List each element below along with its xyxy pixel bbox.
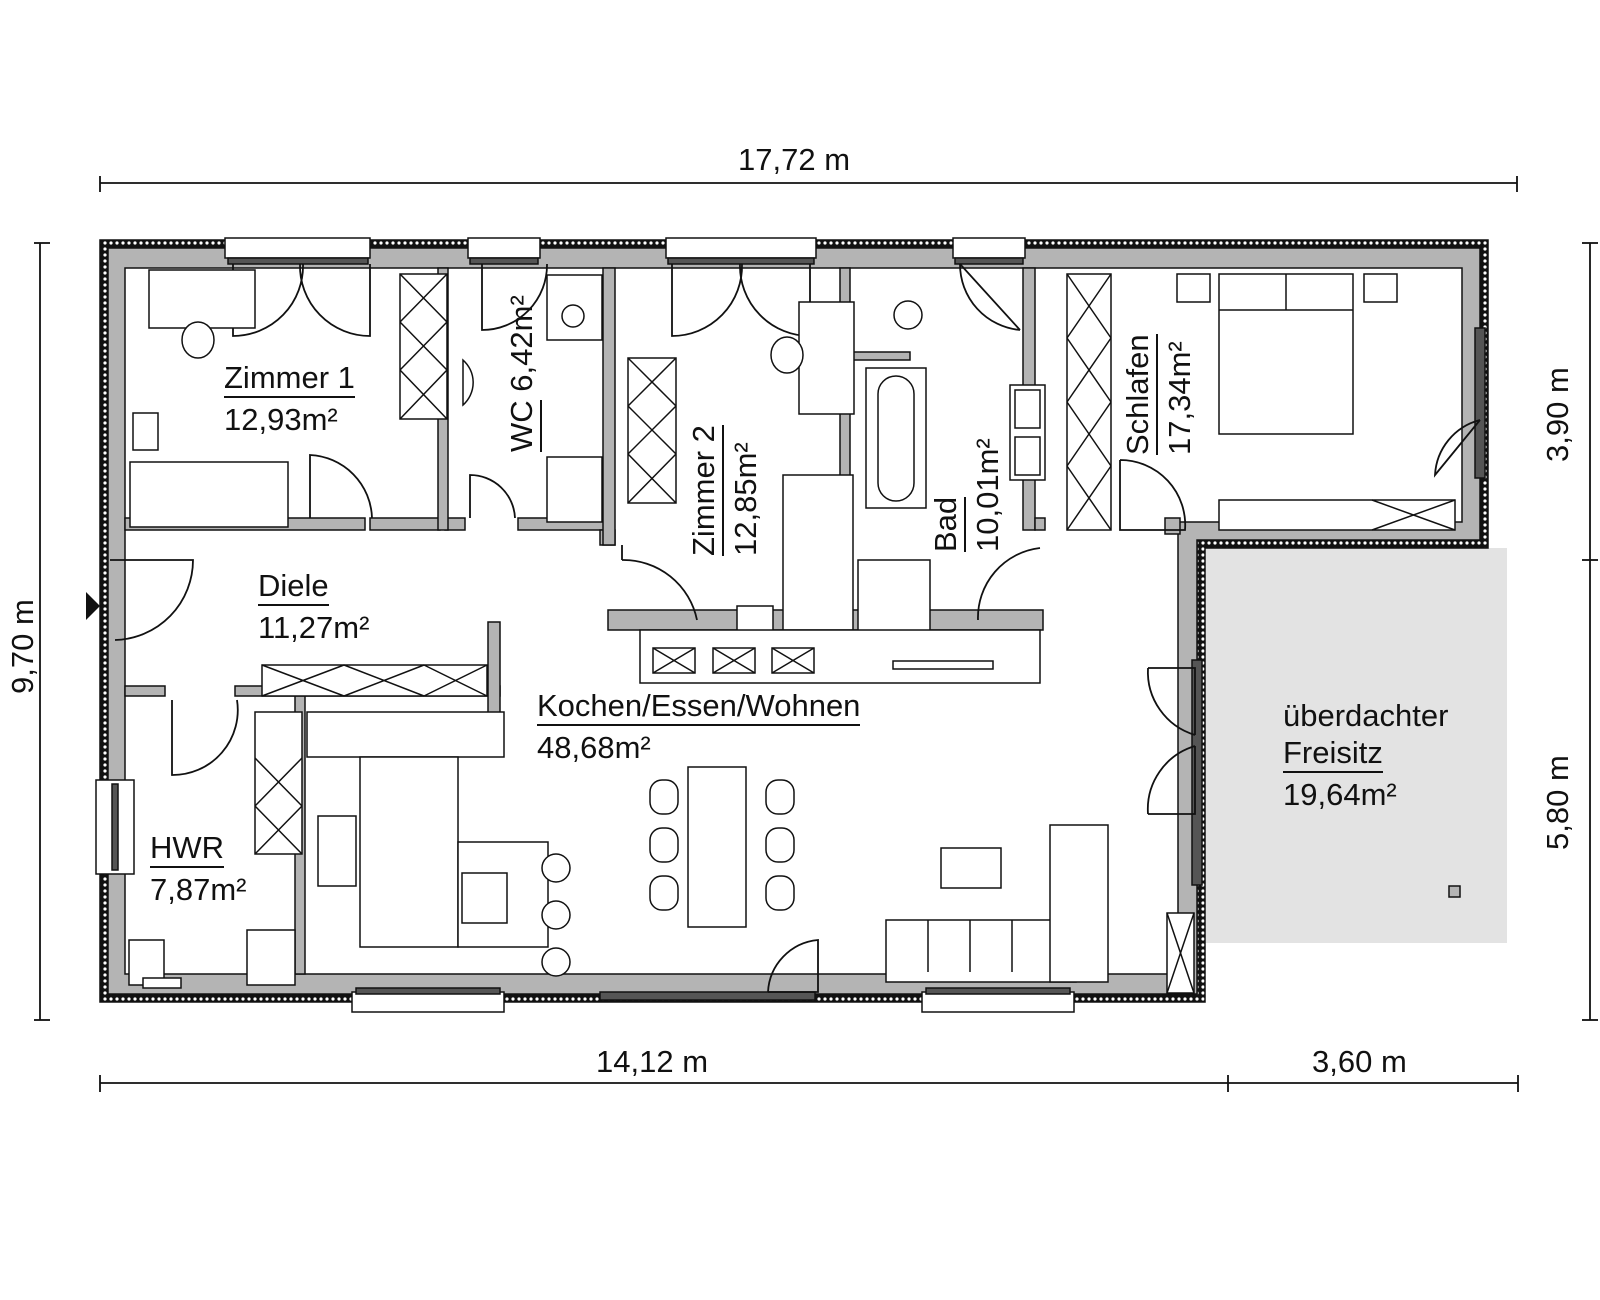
room-label-wc: WC 6,42m² — [500, 295, 542, 452]
room-name: Kochen/Essen/Wohnen — [537, 690, 861, 726]
dimension-left-total: 9,70 m — [5, 599, 40, 694]
dimension-right-lower: 5,80 m — [1540, 755, 1575, 850]
room-label-zimmer2: Zimmer 2 12,85m² — [686, 425, 763, 556]
room-area: 48,68m² — [537, 730, 651, 765]
windows — [95, 237, 1486, 1013]
dimension-bottom-terrace: 3,60 m — [1312, 1044, 1407, 1079]
room-area: 6,42m² — [504, 295, 539, 392]
room-label-schlafen: Schlafen 17,34m² — [1120, 334, 1197, 455]
terrace-area — [1205, 548, 1507, 943]
room-name: HWR — [150, 832, 225, 868]
room-area: 12,93m² — [224, 402, 338, 437]
room-area: 12,85m² — [728, 442, 763, 556]
dimension-lines — [34, 176, 1598, 1092]
room-label-hwr: HWR 7,87m² — [150, 832, 246, 905]
room-area: 11,27m² — [258, 610, 370, 645]
room-label-kochen: Kochen/Essen/Wohnen 48,68m² — [537, 690, 861, 765]
terrace-post — [1448, 885, 1461, 898]
entrance-marker-icon — [86, 592, 100, 620]
furniture — [128, 269, 1456, 994]
room-name: WC — [504, 400, 542, 452]
room-name-line1: überdachter — [1283, 698, 1449, 733]
room-area: 17,34m² — [1162, 341, 1197, 455]
room-name: Diele — [258, 570, 329, 606]
room-area: 7,87m² — [150, 872, 247, 907]
room-label-bad: Bad 10,01m² — [928, 438, 1005, 552]
room-label-freisitz: überdachter Freisitz 19,64m² — [1283, 700, 1448, 810]
room-name: Zimmer 1 — [224, 362, 355, 398]
room-name: Bad — [928, 496, 966, 552]
dimension-right-upper: 3,90 m — [1540, 367, 1575, 462]
room-area: 19,64m² — [1283, 777, 1397, 812]
room-name: Zimmer 2 — [686, 425, 724, 556]
room-label-zimmer1: Zimmer 1 12,93m² — [224, 362, 355, 435]
dimension-bottom-main: 14,12 m — [596, 1044, 709, 1079]
dimension-top-total: 17,72 m — [738, 142, 851, 177]
room-area: 10,01m² — [970, 438, 1005, 552]
room-name: Schlafen — [1120, 334, 1158, 455]
room-label-diele: Diele 11,27m² — [258, 570, 369, 643]
room-name: Freisitz — [1283, 737, 1383, 773]
